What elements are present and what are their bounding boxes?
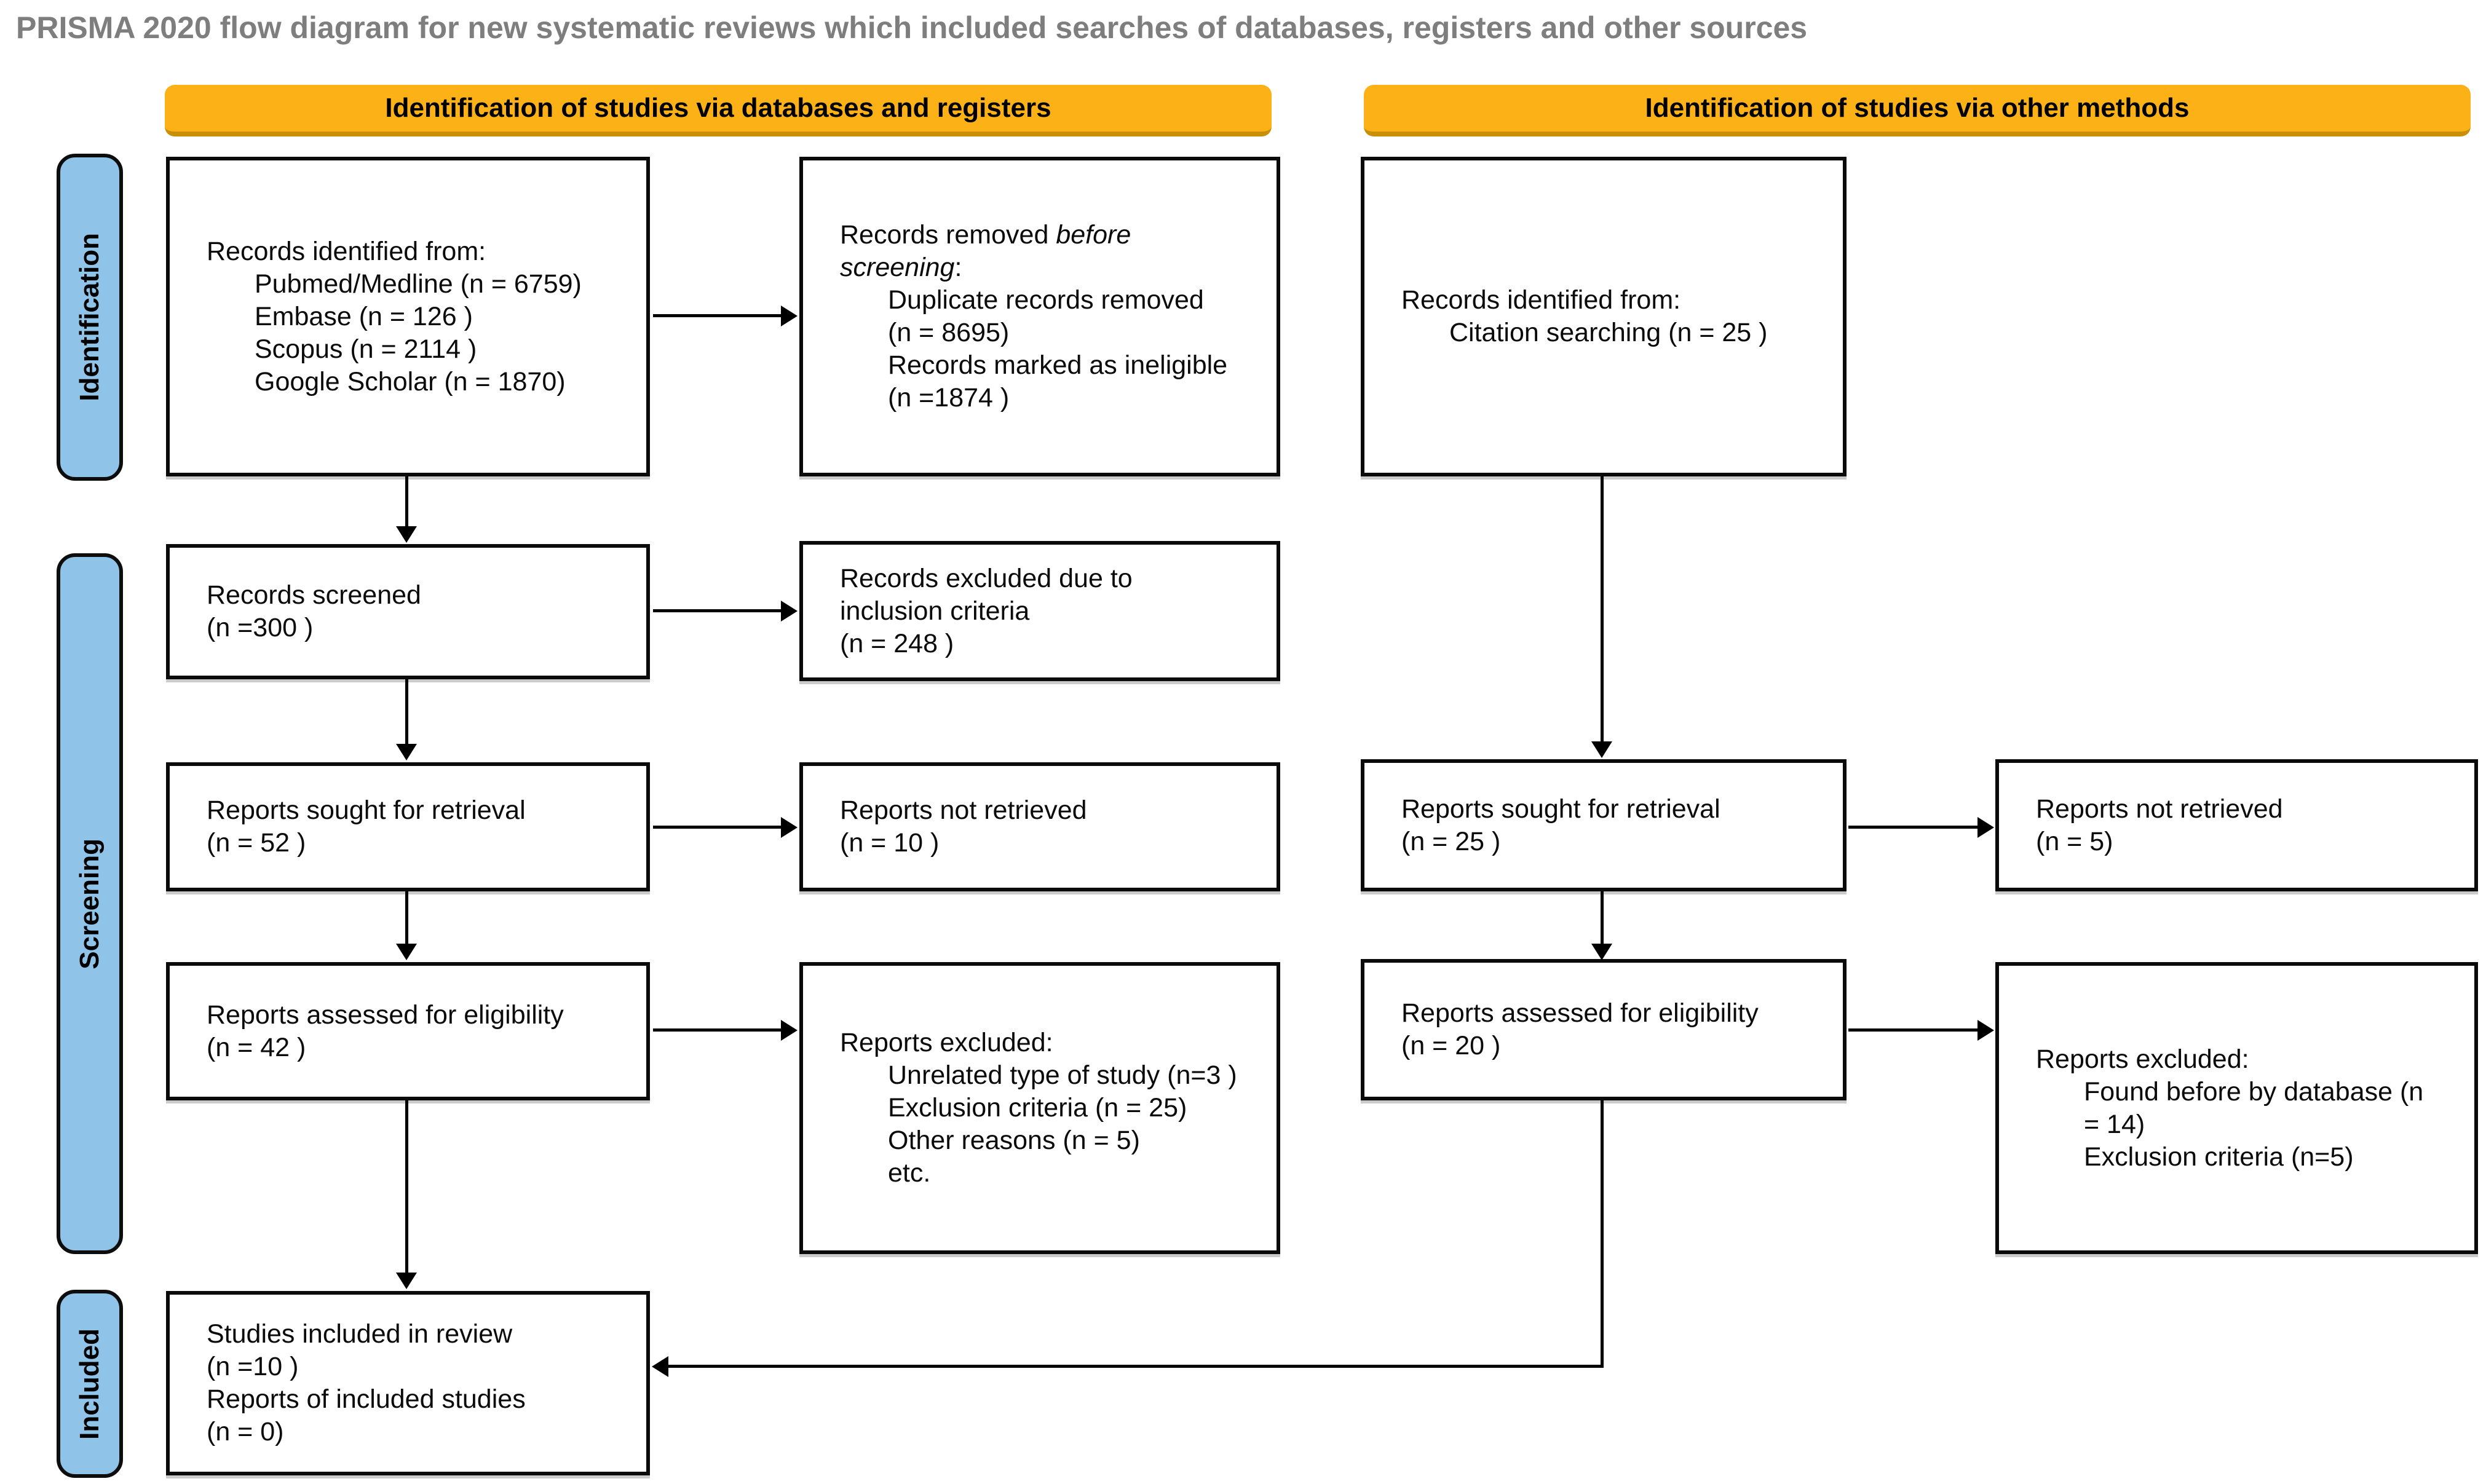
box-line: Reports assessed for eligibility	[207, 1000, 564, 1030]
text-segment: screening	[840, 253, 955, 282]
arrowhead-right-icon	[1977, 817, 1994, 838]
header-databases-registers-label: Identification of studies via databases …	[385, 93, 1051, 123]
arrowhead-right-icon	[781, 306, 798, 326]
arrow-line	[653, 826, 782, 829]
box-reports-assessed-left: Reports assessed for eligibility (n = 42…	[166, 962, 650, 1100]
box-line: Scopus (n = 2114 )	[255, 334, 477, 364]
box-line: Reports excluded:	[2036, 1044, 2249, 1074]
sidebar-identification: Identification	[57, 154, 123, 481]
box-line: Exclusion criteria (n = 25)	[888, 1093, 1187, 1123]
box-line: Reports of included studies	[207, 1384, 526, 1414]
arrowhead-down-icon	[396, 944, 417, 960]
box-line: (n =1874 )	[888, 383, 1010, 412]
box-line: Records excluded due to	[840, 563, 1133, 593]
arrowhead-down-icon	[396, 1273, 417, 1289]
box-line: inclusion criteria	[840, 596, 1030, 626]
arrowhead-left-icon	[652, 1356, 668, 1377]
arrow-line	[653, 1028, 782, 1032]
box-line: (n = 8695)	[888, 318, 1010, 347]
header-other-methods: Identification of studies via other meth…	[1364, 85, 2471, 136]
box-line: Google Scholar (n = 1870)	[255, 366, 566, 397]
arrow-line	[405, 1100, 408, 1274]
text-segment: Records removed	[840, 220, 1056, 250]
box-line: Exclusion criteria (n=5)	[2084, 1142, 2354, 1172]
arrow-line	[653, 609, 782, 612]
box-reports-excluded-right: Reports excluded: Found before by databa…	[1995, 962, 2478, 1254]
arrowhead-down-icon	[396, 526, 417, 543]
box-line: Embase (n = 126 )	[255, 301, 473, 331]
arrow-line	[1848, 826, 1979, 829]
arrowhead-right-icon	[781, 817, 798, 838]
box-records-screened: Records screened (n =300 )	[166, 544, 650, 679]
box-line: (n = 25 )	[1401, 826, 1501, 856]
box-line: Pubmed/Medline (n = 6759)	[255, 269, 582, 299]
header-other-methods-label: Identification of studies via other meth…	[1645, 93, 2190, 123]
box-line: Studies included in review	[207, 1319, 513, 1349]
box-line: Reports not retrieved	[2036, 794, 2283, 824]
sidebar-screening: Screening	[57, 553, 123, 1254]
box-reports-assessed-right: Reports assessed for eligibility (n = 20…	[1361, 959, 1847, 1100]
box-line: (n = 20 )	[1401, 1031, 1501, 1060]
header-databases-registers: Identification of studies via databases …	[165, 85, 1272, 136]
box-line: Reports sought for retrieval	[1401, 794, 1720, 824]
arrowhead-down-icon	[1591, 944, 1612, 960]
arrowhead-down-icon	[1591, 741, 1612, 758]
box-line: Reports sought for retrieval	[207, 795, 526, 825]
box-line: Records identified from:	[1401, 285, 1681, 315]
box-records-identified-databases: Records identified from: Pubmed/Medline …	[166, 157, 650, 476]
box-line: = 14)	[2084, 1109, 2145, 1139]
box-records-removed-before-screening: Records removed before screening: Duplic…	[799, 157, 1280, 476]
box-line: (n = 5)	[2036, 826, 2113, 856]
box-line: Records marked as ineligible	[888, 350, 1228, 380]
box-reports-not-retrieved-right: Reports not retrieved (n = 5)	[1995, 759, 2478, 891]
sidebar-included-label: Included	[74, 1328, 105, 1440]
box-line: Duplicate records removed	[888, 285, 1204, 315]
arrowhead-right-icon	[1977, 1020, 1994, 1041]
arrowhead-down-icon	[396, 744, 417, 760]
arrow-line	[1848, 1028, 1979, 1032]
page-title: PRISMA 2020 flow diagram for new systema…	[16, 10, 1808, 45]
box-line: Records identified from:	[207, 236, 486, 266]
box-records-identified-other: Records identified from: Citation search…	[1361, 157, 1847, 476]
box-line: (n = 42 )	[207, 1032, 306, 1062]
box-line: (n =10 )	[207, 1352, 299, 1381]
sidebar-included: Included	[57, 1290, 123, 1478]
arrow-line	[405, 679, 408, 745]
box-line: (n = 10 )	[840, 828, 940, 858]
box-line: Citation searching (n = 25 )	[1449, 318, 1768, 347]
box-line: (n =300 )	[207, 613, 314, 642]
arrow-line	[405, 476, 408, 529]
sidebar-identification-label: Identification	[74, 233, 105, 401]
arrow-line	[668, 1365, 1604, 1368]
box-reports-sought-left: Reports sought for retrieval (n = 52 )	[166, 762, 650, 891]
box-line: Reports excluded:	[840, 1028, 1053, 1057]
box-line: screening:	[840, 251, 1258, 284]
arrow-line	[653, 314, 782, 317]
box-reports-not-retrieved-left: Reports not retrieved (n = 10 )	[799, 762, 1280, 891]
box-line: (n = 248 )	[840, 628, 954, 658]
box-line: Unrelated type of study (n=3 )	[888, 1060, 1237, 1090]
box-line: etc.	[888, 1158, 931, 1188]
arrow-line	[405, 891, 408, 945]
box-line: Records removed before	[840, 219, 1258, 251]
arrow-line	[1601, 891, 1604, 945]
arrow-line	[1601, 476, 1604, 744]
arrowhead-right-icon	[781, 601, 798, 622]
text-segment: before	[1056, 220, 1131, 250]
box-line: (n = 52 )	[207, 828, 306, 858]
arrowhead-right-icon	[781, 1020, 798, 1041]
text-segment: :	[954, 253, 962, 282]
box-line: (n = 0)	[207, 1417, 284, 1447]
box-line: Records screened	[207, 580, 421, 610]
box-studies-included: Studies included in review (n =10 ) Repo…	[166, 1291, 650, 1475]
box-reports-excluded-left: Reports excluded: Unrelated type of stud…	[799, 962, 1280, 1254]
arrow-line	[1601, 1100, 1604, 1368]
box-records-excluded: Records excluded due to inclusion criter…	[799, 541, 1280, 681]
box-line: Other reasons (n = 5)	[888, 1126, 1140, 1155]
box-line: Reports assessed for eligibility	[1401, 998, 1759, 1028]
box-line: Reports not retrieved	[840, 795, 1087, 825]
sidebar-screening-label: Screening	[74, 838, 105, 969]
box-line: Found before by database (n	[2084, 1076, 2424, 1107]
box-reports-sought-right: Reports sought for retrieval (n = 25 )	[1361, 759, 1847, 891]
